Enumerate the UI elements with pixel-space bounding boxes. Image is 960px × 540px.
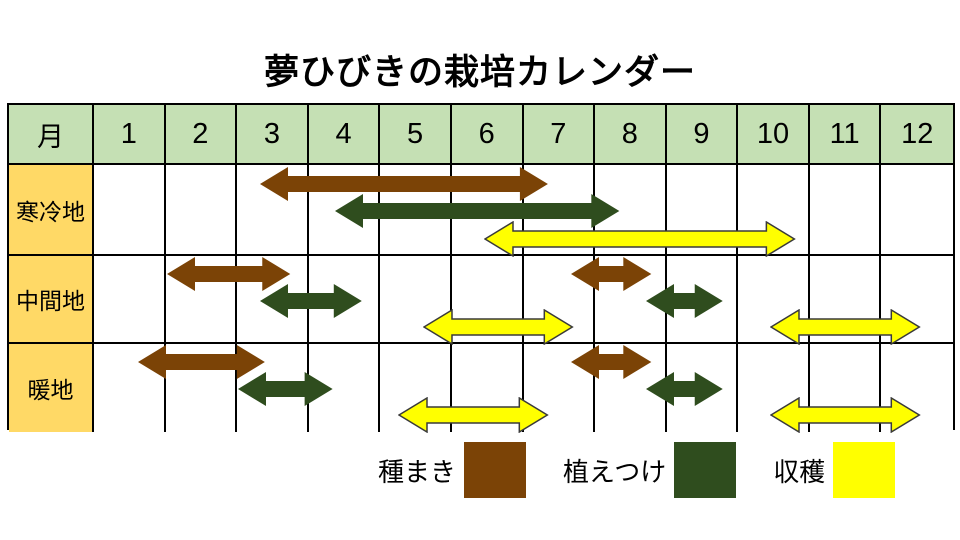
- month-header-4: 4: [308, 105, 381, 165]
- month-column-corner-header: 月: [9, 105, 94, 165]
- month-cell: [308, 165, 381, 256]
- legend-label-harvest: 収穫: [773, 456, 826, 487]
- month-cell: [380, 165, 452, 256]
- month-cell: [881, 344, 953, 432]
- month-cell: [809, 256, 882, 344]
- month-header-1: 1: [94, 105, 166, 165]
- month-cell: [165, 256, 238, 344]
- month-header-10: 10: [738, 105, 810, 165]
- legend-swatch-harvest: [833, 442, 896, 498]
- month-cell: [809, 165, 882, 256]
- region-label-1: 寒冷地: [9, 165, 94, 256]
- page-title: 夢ひびきの栽培カレンダー: [263, 53, 696, 92]
- month-cell: [595, 165, 667, 256]
- month-header-3: 3: [237, 105, 309, 165]
- month-cell: [523, 165, 596, 256]
- month-cell: [237, 256, 309, 344]
- month-header-12: 12: [881, 105, 953, 165]
- legend-label-sowing: 種まき: [378, 456, 457, 487]
- month-cell: [523, 344, 596, 432]
- legend-item-planting: 植えつけ: [563, 442, 737, 498]
- month-cell: [94, 165, 166, 256]
- month-cell: [308, 256, 381, 344]
- month-cell: [237, 165, 309, 256]
- month-cell: [308, 344, 381, 432]
- month-cell: [881, 165, 953, 256]
- month-cell: [451, 165, 524, 256]
- legend-swatch-sowing: [464, 442, 527, 498]
- month-cell: [738, 256, 810, 344]
- month-cell: [237, 344, 309, 432]
- month-header-9: 9: [666, 105, 739, 165]
- month-cell: [94, 344, 166, 432]
- legend-swatch-planting: [674, 442, 737, 498]
- month-header-2: 2: [165, 105, 238, 165]
- month-header-8: 8: [595, 105, 667, 165]
- month-header-6: 6: [451, 105, 524, 165]
- month-cell: [666, 165, 739, 256]
- legend: 種まき 植えつけ 収穫: [378, 442, 896, 498]
- month-cell: [523, 256, 596, 344]
- legend-label-planting: 植えつけ: [563, 456, 667, 487]
- legend-item-harvest: 収穫: [773, 442, 896, 498]
- month-cell: [451, 344, 524, 432]
- month-cell: [881, 256, 953, 344]
- month-cell: [595, 344, 667, 432]
- month-cell: [165, 344, 238, 432]
- month-cell: [380, 344, 452, 432]
- month-header-7: 7: [523, 105, 596, 165]
- month-cell: [380, 256, 452, 344]
- month-cell: [451, 256, 524, 344]
- month-header-11: 11: [809, 105, 882, 165]
- region-label-2: 中間地: [9, 256, 94, 344]
- month-cell: [809, 344, 882, 432]
- region-label-3: 暖地: [9, 344, 94, 432]
- month-cell: [595, 256, 667, 344]
- month-cell: [666, 344, 739, 432]
- legend-item-sowing: 種まき: [378, 442, 527, 498]
- month-cell: [666, 256, 739, 344]
- month-cell: [94, 256, 166, 344]
- month-header-5: 5: [380, 105, 452, 165]
- month-cell: [738, 165, 810, 256]
- month-cell: [738, 344, 810, 432]
- month-cell: [165, 165, 238, 256]
